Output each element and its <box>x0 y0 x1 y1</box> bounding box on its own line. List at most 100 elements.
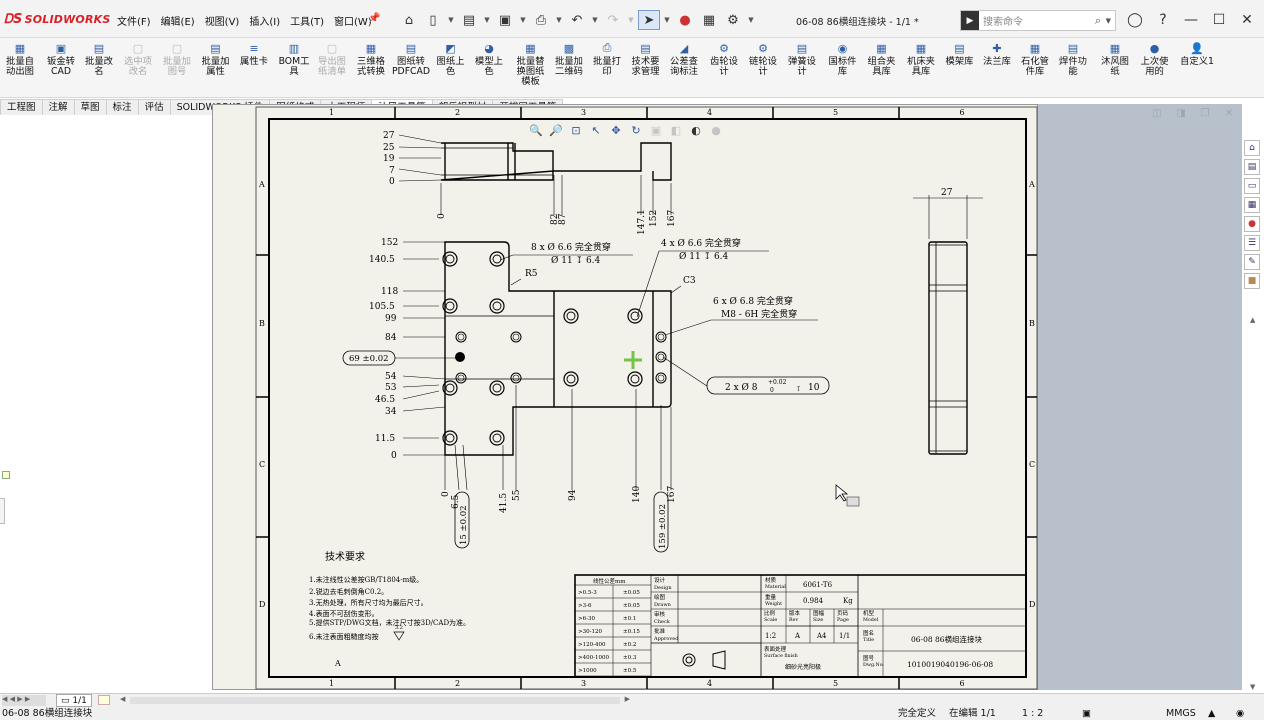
menu-insert[interactable]: 插入(I) <box>249 17 281 28</box>
select-dropdown-icon[interactable]: ▼ <box>664 16 670 24</box>
search-mode-icon[interactable]: ▶ <box>961 11 979 30</box>
ribbon-button-1[interactable]: ▣钣金转 CAD <box>42 39 80 97</box>
ribbon-button-0[interactable]: ▦批量自 动出图 <box>0 39 40 97</box>
ribbon-button-10[interactable]: ▤图纸转 PDFCAD <box>391 39 431 97</box>
split-view-left-icon[interactable]: ◫ <box>1152 107 1162 119</box>
ribbon-button-24[interactable]: ▤模架库 <box>941 39 978 97</box>
undo-dropdown-icon[interactable]: ▼ <box>592 16 598 24</box>
options-gear-icon[interactable]: ⚙ <box>727 12 739 28</box>
scroll-down-icon[interactable]: ▼ <box>1250 683 1256 691</box>
split-view-icon[interactable]: ◨ <box>1176 107 1186 119</box>
custom-properties-icon[interactable]: ☰ <box>1244 235 1260 251</box>
search-icon[interactable]: ⌕ <box>1094 14 1101 27</box>
plugin-toolbox-icon[interactable]: ✎ <box>1244 254 1260 270</box>
options-dropdown-icon[interactable]: ▼ <box>748 16 754 24</box>
status-help-icon[interactable]: ◉ <box>1236 708 1245 719</box>
ribbon-button-5[interactable]: ▤批量加 属性 <box>196 39 235 97</box>
ribbon-button-11[interactable]: ◩图纸上 色 <box>431 39 470 97</box>
ribbon-button-28[interactable]: ▦沐风图 纸 <box>1096 39 1134 97</box>
add-sheet-icon[interactable] <box>98 695 110 705</box>
restore-view-icon[interactable]: ❐ <box>1200 107 1210 119</box>
ribbon-button-16[interactable]: ▤技术要 求管理 <box>626 39 665 97</box>
maximize-button[interactable]: ☐ <box>1212 12 1226 28</box>
ribbon-button-20[interactable]: ▤弹簧设 计 <box>782 39 822 97</box>
ribbon-button-18[interactable]: ⚙齿轮设 计 <box>704 39 744 97</box>
ribbon-button-8[interactable]: ▢导出图 纸清单 <box>313 39 351 97</box>
home-icon[interactable]: ⌂ <box>404 12 414 28</box>
menu-window[interactable]: 窗口(W) <box>334 17 372 28</box>
zoom-to-fit-icon[interactable]: 🔍 <box>529 123 543 137</box>
zoom-to-area-icon[interactable]: 🔎 <box>549 123 563 137</box>
menu-file[interactable]: 文件(F) <box>117 17 151 28</box>
open-folder-icon[interactable]: ▤ <box>462 12 476 28</box>
save-dropdown-icon[interactable]: ▼ <box>520 16 526 24</box>
solidworks-resources-icon[interactable]: ⌂ <box>1244 140 1260 156</box>
horizontal-scroll-thumb[interactable] <box>130 697 620 704</box>
help-icon[interactable]: ? <box>1159 12 1167 28</box>
horizontal-scrollbar[interactable]: ◀ ▶ <box>120 695 630 706</box>
file-properties-icon[interactable]: ▦ <box>702 12 716 28</box>
ribbon-button-22[interactable]: ▦组合夹 具库 <box>862 39 901 97</box>
scroll-up-icon[interactable]: ▲ <box>1250 316 1256 324</box>
ribbon-button-29[interactable]: ●上次使 用的 <box>1134 39 1175 97</box>
scroll-right-icon[interactable]: ▶ <box>624 695 630 703</box>
ribbon-button-30[interactable]: 👤自定义1 <box>1175 39 1219 97</box>
ribbon-button-2[interactable]: ▤批量改 名 <box>80 39 118 97</box>
pane-collapse-handle[interactable] <box>0 498 5 524</box>
print-dropdown-icon[interactable]: ▼ <box>556 16 562 24</box>
plugin-folder-icon[interactable]: ■ <box>1244 273 1260 289</box>
new-dropdown-icon[interactable]: ▼ <box>448 16 454 24</box>
rotate-icon[interactable]: ↻ <box>631 123 641 137</box>
ribbon-button-17[interactable]: ◢公差查 询标注 <box>665 39 703 97</box>
ribbon-button-14[interactable]: ▩批量加 二维码 <box>550 39 588 97</box>
save-icon[interactable]: ▣ <box>498 12 512 28</box>
tab-0[interactable]: 工程图 <box>0 99 43 115</box>
pin-icon[interactable]: 📌 <box>368 13 381 24</box>
display-style-icon[interactable]: ◧ <box>670 123 682 137</box>
tab-2[interactable]: 草图 <box>73 99 107 115</box>
appearances-icon[interactable]: ● <box>1244 216 1260 232</box>
status-units[interactable]: MMGS <box>1166 708 1196 719</box>
view-orientation-icon[interactable]: ▣ <box>650 123 662 137</box>
tab-1[interactable]: 注解 <box>41 99 75 115</box>
sheet-nav-arrows[interactable]: ◀ ◀ ▶ ▶ <box>2 695 46 706</box>
ribbon-button-23[interactable]: ▦机床夹 具库 <box>901 39 941 97</box>
tab-3[interactable]: 标注 <box>105 99 139 115</box>
ribbon-button-12[interactable]: ◕模型上 色 <box>470 39 508 97</box>
traffic-light-icon[interactable]: ● <box>679 12 691 28</box>
file-explorer-icon[interactable]: ▭ <box>1244 178 1260 194</box>
vertical-scrollbar[interactable]: ▲ ▼ <box>1248 316 1260 691</box>
view-palette-icon[interactable]: ▦ <box>1244 197 1260 213</box>
design-library-icon[interactable]: ▤ <box>1244 159 1260 175</box>
appearance-icon[interactable]: ● <box>711 123 721 137</box>
close-button[interactable]: ✕ <box>1241 12 1253 28</box>
ribbon-button-13[interactable]: ▦批量替 换图纸 模板 <box>511 39 550 97</box>
ribbon-button-26[interactable]: ▦石化管 件库 <box>1016 39 1054 97</box>
minimize-button[interactable]: — <box>1184 12 1198 28</box>
select-pointer-icon[interactable]: ➤ <box>638 10 660 30</box>
ribbon-button-19[interactable]: ⚙链轮设 计 <box>744 39 782 97</box>
pan-icon[interactable]: ✥ <box>611 123 621 137</box>
menu-edit[interactable]: 编辑(E) <box>160 17 195 28</box>
menu-view[interactable]: 视图(V) <box>204 17 240 28</box>
ribbon-button-9[interactable]: ▦三维格 式转换 <box>351 39 391 97</box>
tab-4[interactable]: 评估 <box>137 99 171 115</box>
redo-dropdown-icon[interactable]: ▼ <box>628 16 634 24</box>
print-icon[interactable]: ⎙ <box>535 12 547 28</box>
status-units-dropdown-icon[interactable]: ▲ <box>1208 708 1216 719</box>
previous-view-icon[interactable]: ↖ <box>591 123 601 137</box>
user-account-icon[interactable]: ◯ <box>1127 12 1143 28</box>
undo-icon[interactable]: ↶ <box>571 12 583 28</box>
scroll-left-icon[interactable]: ◀ <box>120 695 126 703</box>
status-rebuild-icon[interactable]: ▣ <box>1082 708 1091 719</box>
ribbon-button-7[interactable]: ▥BOM工 具 <box>275 39 313 97</box>
new-document-icon[interactable]: ▯ <box>429 12 437 28</box>
search-dropdown-icon[interactable]: ▼ <box>1105 17 1111 25</box>
ribbon-button-25[interactable]: ✚法兰库 <box>978 39 1016 97</box>
ribbon-button-3[interactable]: ▢选中项 改名 <box>118 39 158 97</box>
sheet-tab[interactable]: ▭ 1/1 <box>56 694 92 707</box>
close-view-icon[interactable]: ✕ <box>1224 107 1234 119</box>
